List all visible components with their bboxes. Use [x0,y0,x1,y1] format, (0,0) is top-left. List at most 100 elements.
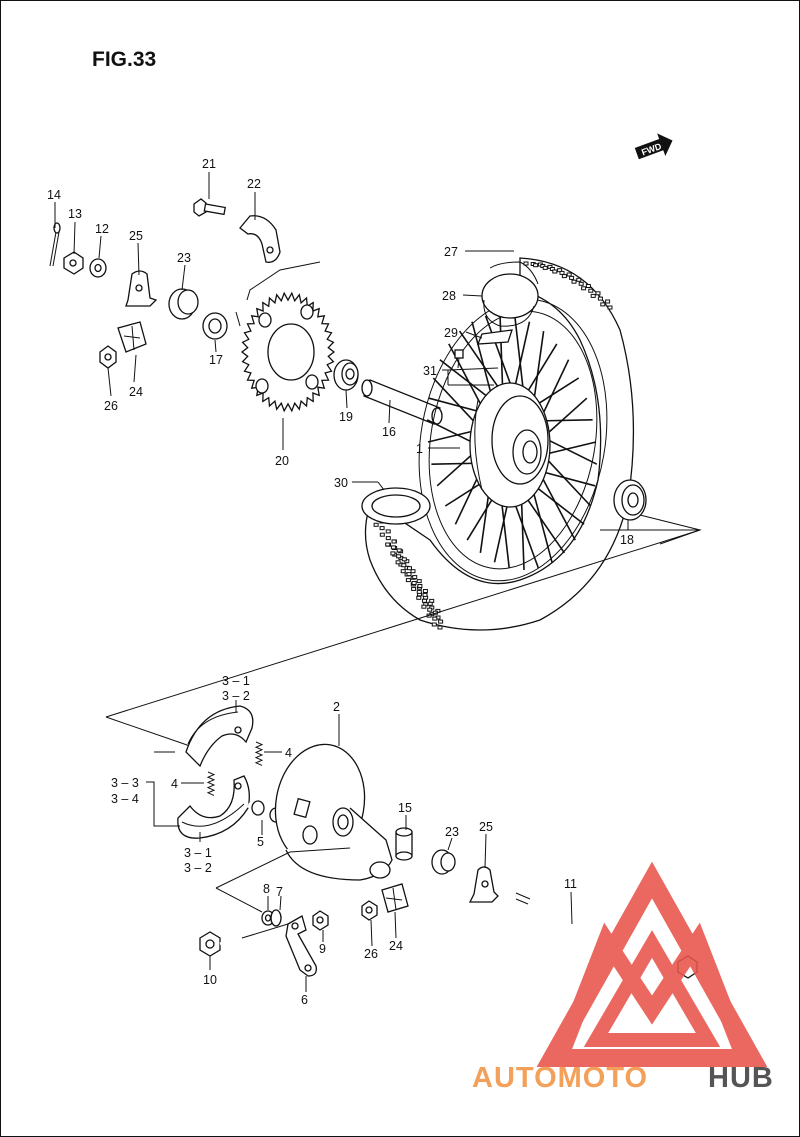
sprocket-icon [240,291,336,413]
label-2: 2 [333,700,340,714]
tread-block [390,551,396,556]
tread-block [422,592,428,597]
label-3-2-lower: 3 – 2 [184,861,212,875]
brake-panel-icon [274,743,393,881]
label-20: 20 [275,454,289,468]
tread-block [552,269,558,274]
label-3-1-upper: 3 – 1 [222,674,250,688]
wheel-hub-icon [469,382,551,508]
tread-block [523,261,529,266]
label-11: 11 [564,877,577,891]
rim-tape-icon [361,487,431,525]
tread-block [411,586,417,591]
tread-block [569,275,575,280]
label-24-lower: 24 [389,939,403,953]
label-7: 7 [276,885,283,899]
label-15: 15 [398,801,412,815]
label-25-lower: 25 [479,820,493,834]
tread-block [607,305,613,310]
tread-block [422,598,427,603]
tread-block [379,526,385,531]
label-12: 12 [95,222,109,236]
brake-shoe-icon [177,775,250,839]
label-10: 10 [203,973,217,987]
fwd-arrow-icon: FWD [634,133,673,160]
seal-icon [270,909,282,927]
figure-title: FIG.33 [92,48,156,71]
tread-block [385,529,391,534]
watermark-logo [536,861,768,1067]
label-9: 9 [319,942,326,956]
tread-block [385,536,391,541]
spacer-icon [395,827,413,861]
callout-labels: 14 13 12 25 23 21 22 17 24 26 20 19 16 2… [47,157,634,1007]
tread-block [391,539,397,544]
tread-block [559,270,565,275]
tread-block [405,578,411,583]
leader-lines-upper [54,172,702,545]
tread-block [410,569,416,574]
tread-block [416,595,422,600]
label-13: 13 [68,207,82,221]
tread-block [590,293,596,298]
rim-band-icon [477,329,513,345]
label-3-4: 3 – 4 [111,792,139,806]
sprocket-bolt-icon [151,288,199,322]
tread-block [422,589,428,593]
valve-icon [454,349,464,369]
spacer-icon [202,312,228,340]
label-18: 18 [620,533,634,547]
label-29: 29 [444,326,458,340]
tread-block [432,616,438,621]
nut-icon [312,910,329,931]
watermark-text: AUTOMOTO HUB [472,1062,773,1094]
label-23-lower: 23 [445,825,459,839]
tread-block [390,545,396,550]
tread-block [411,581,417,585]
section-divider-lines [105,529,701,747]
bearing-icon [333,359,359,391]
brake-shoe-icon [185,705,254,768]
label-25-upper: 25 [129,229,143,243]
label-3-2-upper: 3 – 2 [222,689,250,703]
tread-block [412,575,418,580]
watermark-text-part1: AUTOMOTO [472,1062,648,1094]
tread-block [585,284,591,288]
tread-block [407,566,412,571]
castle-nut-icon [63,251,84,275]
cotter-pin-icon [49,222,61,267]
tread-block [578,281,584,286]
flange-nut-icon [99,345,117,369]
label-30: 30 [334,476,348,490]
label-14: 14 [47,188,61,202]
brake-arm-icon [285,915,317,977]
tread-block [576,277,582,282]
label-24-upper: 24 [129,385,143,399]
label-4-left: 4 [171,777,178,791]
tread-block [595,291,601,296]
tread-block [566,272,572,277]
label-3-3: 3 – 3 [111,776,139,790]
tread-block [401,563,407,568]
lock-plate-icon [239,215,281,263]
tread-block [588,288,594,293]
tread-block [605,299,611,304]
axle-spacer-icon [361,379,443,425]
label-31: 31 [423,364,437,378]
label-22: 22 [247,177,261,191]
tread-block [416,579,422,584]
label-6: 6 [301,993,308,1007]
label-4-right: 4 [285,746,292,760]
label-3-1-lower: 3 – 1 [184,846,212,860]
leader-lines-lower [146,700,573,992]
label-21: 21 [202,157,216,171]
sprocket-bolt-icon [419,849,456,882]
fwd-badge: FWD [640,141,663,158]
label-19: 19 [339,410,353,424]
tread-block [427,607,433,612]
washer-icon [89,258,107,278]
tread-block [581,286,587,291]
chain-adjuster-icon [468,866,499,903]
